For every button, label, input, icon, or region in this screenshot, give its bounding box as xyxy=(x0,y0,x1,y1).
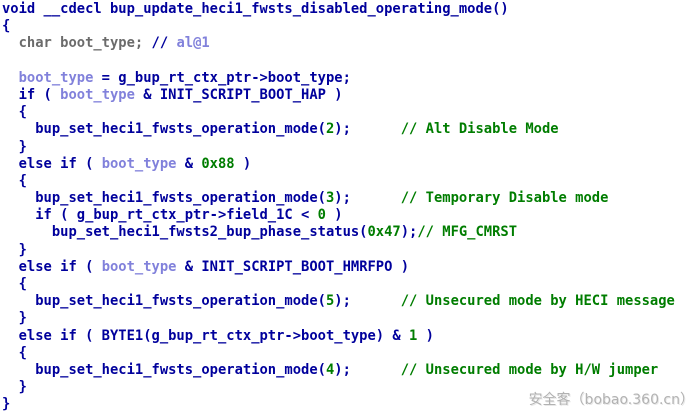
code-token-kw: void __cdecl bup_update_heci1_fwsts_disa… xyxy=(2,1,509,17)
code-line: else if ( boot_type & 0x88 ) xyxy=(2,156,700,173)
code-token-kw: { xyxy=(2,104,27,121)
code-token-kw: ) xyxy=(417,327,434,344)
code-line: if ( boot_type & INIT_SCRIPT_BOOT_HAP ) xyxy=(2,87,700,104)
code-token-num: 4 xyxy=(325,361,335,378)
code-line: bup_set_heci1_fwsts_operation_mode(5); /… xyxy=(2,293,700,310)
code-token-kw: bup_set_heci1_fwsts_operation_mode( xyxy=(2,361,326,378)
code-line: bup_set_heci1_fwsts_operation_mode(3); /… xyxy=(2,190,700,207)
code-token-kw: else if ( xyxy=(2,155,102,172)
code-token-kw: ); xyxy=(334,361,351,378)
code-line: { xyxy=(2,276,700,293)
code-token-kw: if ( xyxy=(2,86,61,103)
code-token-kw: bup_set_heci1_fwsts_operation_mode( xyxy=(2,293,326,310)
code-token-kw: ); xyxy=(334,190,351,207)
code-line: { xyxy=(2,104,700,121)
code-token-lv: al@1 xyxy=(176,35,210,52)
code-token-kw: } xyxy=(2,138,27,155)
code-token-kw: } xyxy=(2,241,27,258)
code-token-com: // MFG_CMRST xyxy=(417,224,518,241)
code-token-kw: ); xyxy=(334,293,351,310)
code-token-kw xyxy=(351,121,401,137)
code-token-com: // Temporary Disable mode xyxy=(400,190,609,207)
code-line: else if ( BYTE1(g_bup_rt_ctx_ptr->boot_t… xyxy=(2,328,700,345)
code-line: { xyxy=(2,345,700,362)
code-line: if ( g_bup_rt_ctx_ptr->field_1C < 0 ) xyxy=(2,207,700,224)
code-token-gry: char boot_type; xyxy=(2,35,152,52)
code-token-kw: else if ( xyxy=(2,258,102,275)
code-token-kw: & xyxy=(176,155,202,172)
code-line: } xyxy=(2,310,700,327)
code-token-lv: boot_type xyxy=(101,258,177,275)
code-token-com: // Alt Disable Mode xyxy=(400,121,559,138)
code-token-lv: boot_type xyxy=(2,69,94,86)
code-line: } xyxy=(2,396,700,413)
code-token-num: 2 xyxy=(325,121,335,138)
code-token-kw: else if ( BYTE1(g_bup_rt_ctx_ptr->boot_t… xyxy=(2,327,410,344)
code-token-kw: bup_set_heci1_fwsts_operation_mode( xyxy=(2,190,326,207)
code-token-kw: ); xyxy=(400,224,418,241)
code-token-kw: if ( g_bup_rt_ctx_ptr->field_1C < xyxy=(2,207,318,224)
code-line: boot_type = g_bup_rt_ctx_ptr->boot_type; xyxy=(2,70,700,87)
code-token-kw: ); xyxy=(334,121,351,138)
code-token-kw: = g_bup_rt_ctx_ptr->boot_type; xyxy=(93,69,351,86)
code-token-kw: { xyxy=(2,276,27,292)
code-token-kw: } xyxy=(2,310,27,327)
code-token-kw xyxy=(351,190,401,206)
code-token-num: 5 xyxy=(325,293,335,310)
code-token-kw: } xyxy=(2,379,27,396)
code-token-kw: // xyxy=(151,35,177,52)
site-watermark: 安全客（bobao.360.cn） xyxy=(528,392,694,408)
code-token-kw: & INIT_SCRIPT_BOOT_HAP ) xyxy=(134,86,343,103)
code-line: else if ( boot_type & INIT_SCRIPT_BOOT_H… xyxy=(2,259,700,276)
code-line: void __cdecl bup_update_heci1_fwsts_disa… xyxy=(2,1,700,18)
code-line: bup_set_heci1_fwsts2_bup_phase_status(0x… xyxy=(2,224,700,241)
code-line: bup_set_heci1_fwsts_operation_mode(2); /… xyxy=(2,121,700,138)
code-token-lv: boot_type xyxy=(60,86,135,103)
code-line: char boot_type; // al@1 xyxy=(2,35,700,52)
code-token-kw: { xyxy=(2,172,27,189)
code-token-kw: ) xyxy=(234,155,252,172)
code-token-kw: bup_set_heci1_fwsts_operation_mode( xyxy=(2,121,326,138)
code-line: } xyxy=(2,379,700,396)
code-token-num: 0 xyxy=(317,207,326,224)
code-token-kw: { xyxy=(2,18,11,35)
code-line: } xyxy=(2,139,700,156)
code-token-com: // Unsecured mode by HECI message xyxy=(400,293,675,310)
code-line: { xyxy=(2,173,700,190)
code-token-kw: & INIT_SCRIPT_BOOT_HMRFPO ) xyxy=(176,258,410,275)
code-token-kw: ) xyxy=(325,207,343,224)
code-token-kw: } xyxy=(2,396,11,413)
code-token-kw xyxy=(351,293,401,309)
code-token-num: 3 xyxy=(325,190,335,207)
code-token-lv: boot_type xyxy=(101,155,177,172)
code-token-com: // Unsecured mode by H/W jumper xyxy=(400,361,659,378)
code-token-num: 1 xyxy=(409,327,418,344)
code-line: bup_set_heci1_fwsts_operation_mode(4); /… xyxy=(2,362,700,379)
code-token-kw xyxy=(351,362,401,378)
code-line: { xyxy=(2,18,700,35)
code-token-kw: { xyxy=(2,344,27,361)
code-token-num: 0x47 xyxy=(367,224,401,241)
code-token-num: 0x88 xyxy=(201,155,235,172)
code-line xyxy=(2,53,700,70)
code-token-kw: bup_set_heci1_fwsts2_bup_phase_status( xyxy=(2,224,368,241)
code-line: } xyxy=(2,242,700,259)
